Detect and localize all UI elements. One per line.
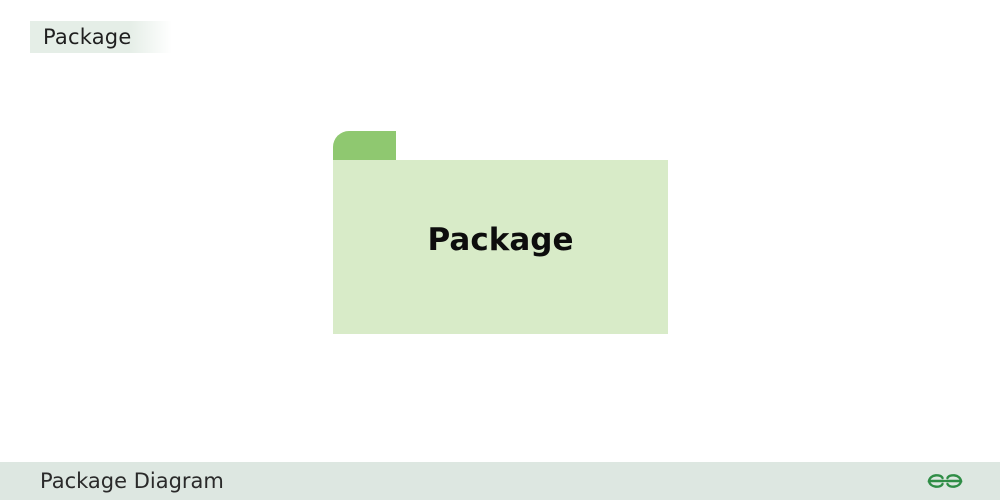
title-tag: Package [30, 21, 172, 53]
package-tab [333, 131, 396, 161]
footer-bar: Package Diagram [0, 462, 1000, 500]
title-tag-label: Package [43, 25, 132, 49]
gfg-logo-icon [927, 474, 963, 488]
footer-title: Package Diagram [40, 469, 224, 493]
package-body: Package [333, 160, 668, 334]
package-label: Package [427, 222, 574, 258]
